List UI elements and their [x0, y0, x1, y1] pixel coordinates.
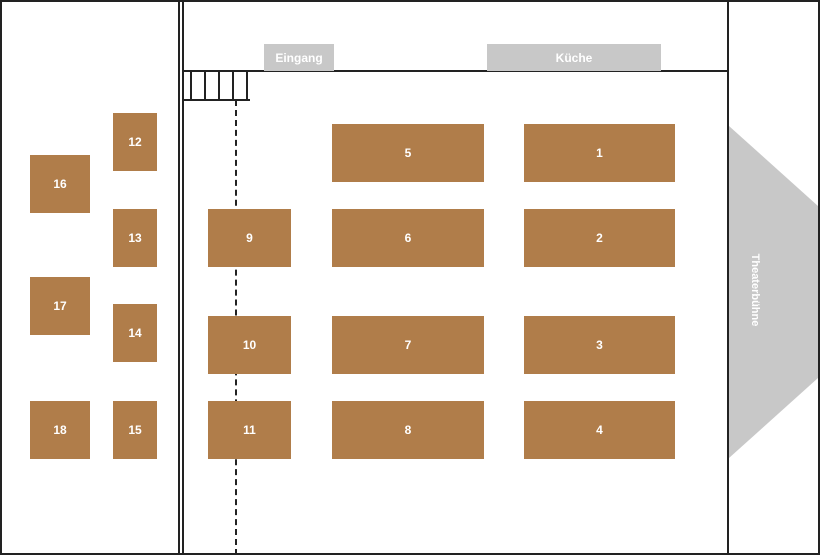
- table-2[interactable]: 2: [524, 209, 675, 267]
- outer-border-left: [0, 0, 2, 555]
- wall-left-outer: [178, 0, 180, 555]
- outer-border-top: [0, 0, 820, 2]
- table-12[interactable]: 12: [113, 113, 157, 171]
- wall-right: [727, 0, 729, 555]
- table-9[interactable]: 9: [208, 209, 291, 267]
- table-18[interactable]: 18: [30, 401, 90, 459]
- outer-border-bottom: [0, 553, 820, 555]
- outer-border-right: [818, 0, 820, 555]
- table-6[interactable]: 6: [332, 209, 484, 267]
- table-15[interactable]: 15: [113, 401, 157, 459]
- table-11[interactable]: 11: [208, 401, 291, 459]
- wall-top-inner: [182, 70, 729, 72]
- table-7[interactable]: 7: [332, 316, 484, 374]
- table-5[interactable]: 5: [332, 124, 484, 182]
- kitchen-label: Küche: [487, 44, 661, 71]
- table-13[interactable]: 13: [113, 209, 157, 267]
- table-8[interactable]: 8: [332, 401, 484, 459]
- table-17[interactable]: 17: [30, 277, 90, 335]
- table-3[interactable]: 3: [524, 316, 675, 374]
- table-16[interactable]: 16: [30, 155, 90, 213]
- stage-shape: [729, 126, 818, 458]
- stage-label: Theaterbühne: [749, 253, 761, 327]
- table-1[interactable]: 1: [524, 124, 675, 182]
- table-10[interactable]: 10: [208, 316, 291, 374]
- table-14[interactable]: 14: [113, 304, 157, 362]
- stairs: [182, 70, 250, 101]
- table-4[interactable]: 4: [524, 401, 675, 459]
- wall-left-inner: [182, 0, 184, 555]
- entrance-label: Eingang: [264, 44, 334, 71]
